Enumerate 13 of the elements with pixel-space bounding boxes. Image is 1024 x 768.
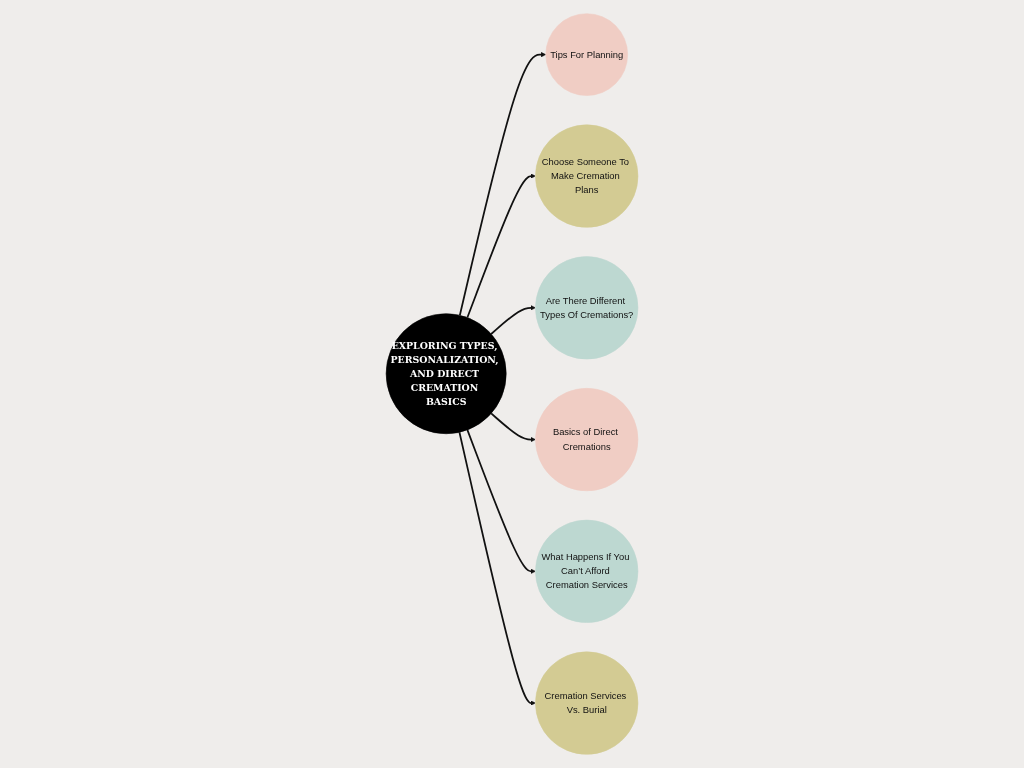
arrow [490,412,536,443]
arrow [458,52,546,317]
arrow [466,173,536,319]
arrow [490,305,536,335]
node-circle: What Happens If You Can’t Afford Cremation Services [535,519,639,623]
node-circle: Are There Different Types Of Cremations? [535,256,639,360]
node-circle: Choose Someone To Make Cremation Plans [535,124,639,228]
node-circle: EXPLORING TYPES, PERSONALIZATION, AND DIRECT CREMATION BASICS [385,313,507,435]
node-circle: Basics of Direct Cremations [535,388,639,492]
node-circle: Tips For Planning [545,13,628,96]
node-circle: Cremation Services Vs. Burial [535,651,639,755]
arrow [466,429,536,574]
arrow [458,431,536,706]
